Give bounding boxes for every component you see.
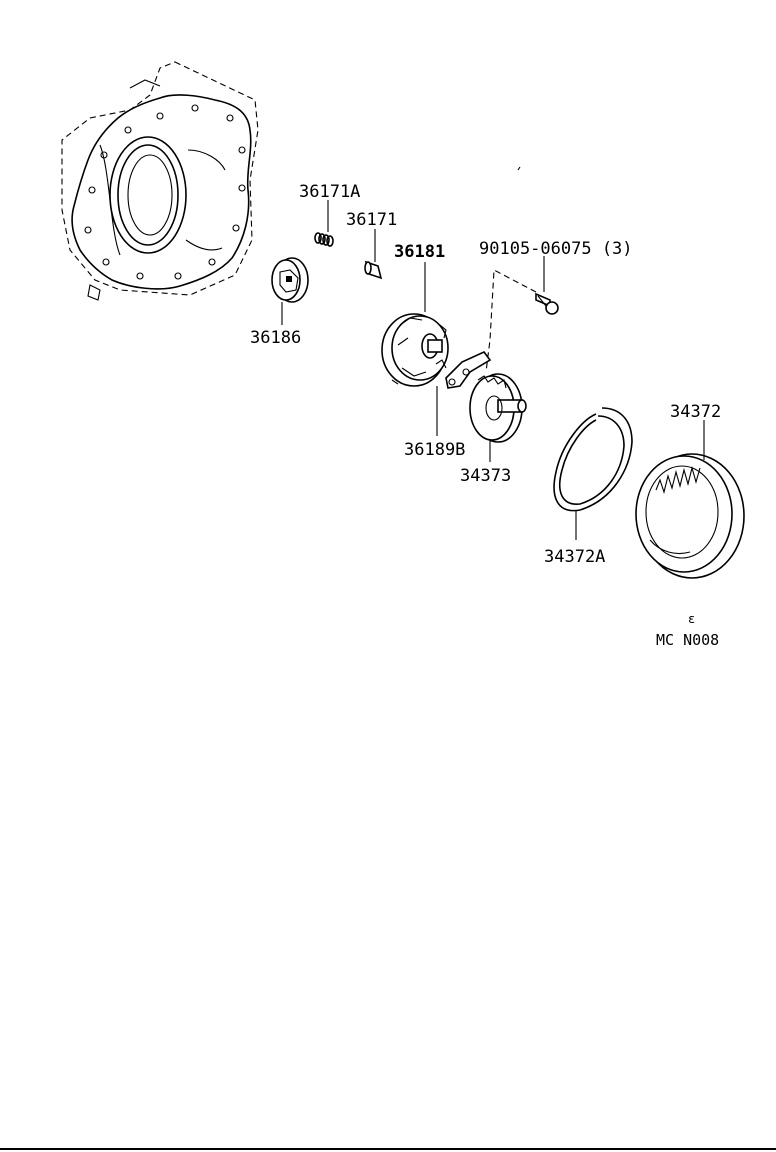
- label-34372: 34372: [670, 402, 721, 422]
- label-36181: 36181: [394, 242, 445, 262]
- reference-mark: ε: [688, 612, 695, 626]
- bottom-rule: [0, 1148, 776, 1150]
- label-36186: 36186: [250, 328, 301, 348]
- label-34373: 34373: [460, 466, 511, 486]
- part-34372A-snap-ring: 34372A: [544, 407, 633, 567]
- label-34372A: 34372A: [544, 547, 605, 567]
- part-36171A-spring: 36171A: [299, 182, 360, 247]
- label-36171: 36171: [346, 210, 397, 230]
- part-36186-inner-rotor: 36186: [250, 257, 309, 348]
- part-90105-06075-bolt: 90105-06075 (3): [479, 239, 633, 373]
- reference-code: ε MC N008: [656, 612, 719, 649]
- part-36189B-plate: 36189B: [404, 351, 492, 460]
- reference-code-text: MC N008: [656, 631, 719, 649]
- part-36181-pump-body: 36181: [381, 242, 449, 387]
- label-90105-06075: 90105-06075 (3): [479, 239, 633, 259]
- part-36171-pin: 36171: [346, 210, 397, 280]
- label-36171A: 36171A: [299, 182, 360, 202]
- label-36189B: 36189B: [404, 440, 465, 460]
- part-34373-gear: 34373: [460, 373, 527, 486]
- part-34372-ring-gear: 34372: [635, 402, 745, 579]
- transaxle-housing-drawing: [61, 61, 521, 301]
